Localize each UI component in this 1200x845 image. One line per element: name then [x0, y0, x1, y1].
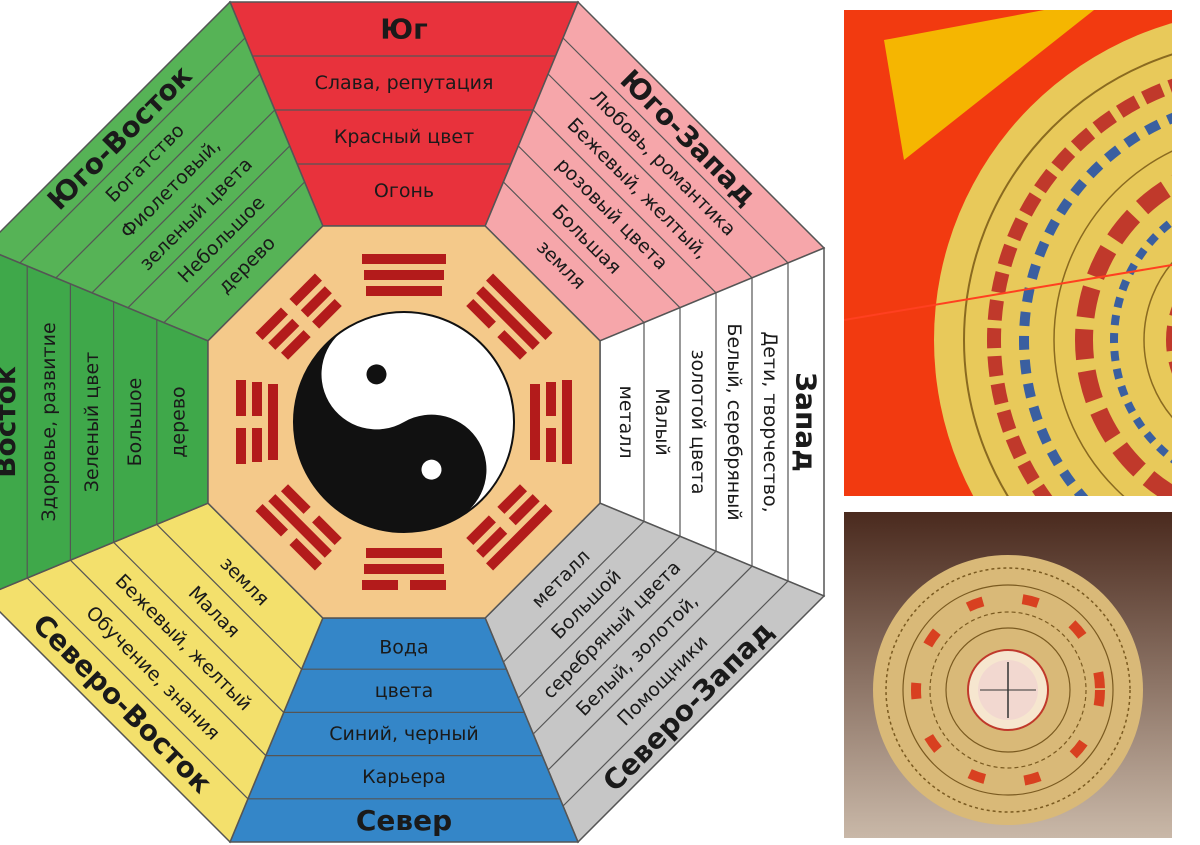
trigram	[466, 484, 553, 571]
sector-text-зеленый-цвет: Зеленый цвет	[81, 352, 103, 492]
trigram-line-broken	[280, 484, 311, 514]
trigram-line-broken	[289, 273, 322, 307]
compass-closeup-illustration	[844, 10, 1172, 496]
sector-north: Север Карьера Синий, черный цвета Вода	[228, 617, 580, 843]
sector-divider	[69, 559, 267, 757]
trigram-line-solid	[364, 270, 444, 280]
sector-divider	[113, 541, 285, 713]
sector-title-west: Запад	[790, 372, 823, 472]
sector-text-малый: Малый	[651, 388, 673, 456]
trigram-line-solid	[268, 494, 332, 558]
luopan-compass-gold-photo	[844, 512, 1172, 838]
trigram-line-solid	[562, 380, 572, 464]
trigram-line-solid	[486, 504, 553, 571]
trigram-line-broken	[268, 318, 300, 350]
trigram-line-broken	[312, 298, 342, 329]
trigram-line-solid	[268, 384, 278, 460]
trigram	[530, 380, 572, 464]
sector-title-south: Юг	[380, 13, 428, 46]
trigram-line-broken	[546, 382, 556, 416]
trigram	[466, 273, 553, 360]
trigram-line-broken	[546, 428, 556, 462]
compass-gold-illustration	[844, 512, 1172, 838]
sector-divider	[502, 181, 645, 324]
trigram-line-broken	[252, 382, 262, 416]
sector-divider	[163, 181, 306, 324]
sector-text-красный-цвет: Красный цвет	[334, 126, 474, 148]
sector-divider	[532, 550, 717, 735]
trigram-line-broken	[280, 330, 311, 360]
trigram-line-solid	[364, 564, 444, 574]
trigram-line-broken	[466, 515, 496, 546]
trigram-line-broken	[497, 330, 528, 360]
trigram-line-broken	[362, 580, 398, 590]
sector-text-металл: металл	[615, 385, 637, 458]
sector-text-золотой-цвета: золотой цвета	[687, 349, 709, 494]
trigram-line-broken	[312, 515, 342, 546]
trigram-line-broken	[410, 580, 446, 590]
trigram-line-solid	[366, 286, 442, 296]
trigram-line-solid	[486, 273, 553, 340]
sector-west: Запад Дети, творчество, Белый, серебряный з…	[599, 246, 825, 598]
trigram-line-broken	[255, 307, 289, 340]
sector-text-вода: Вода	[379, 637, 428, 659]
trigram-line-broken	[289, 537, 322, 571]
sector-divider	[127, 145, 291, 309]
sector-text-синий-черный: Синий, черный	[329, 723, 479, 745]
trigram	[362, 548, 446, 590]
sector-text-дерево: дерево	[167, 386, 189, 457]
trigram-line-broken	[508, 494, 540, 526]
sector-text-карьера: Карьера	[362, 766, 446, 788]
sector-east: Восток Здоровье, развитие Зеленый цвет Боль…	[0, 253, 209, 591]
trigram-line-broken	[466, 298, 496, 329]
trigram-line-broken	[236, 428, 246, 464]
sector-title-east: Восток	[0, 366, 22, 478]
sector-divider	[55, 73, 261, 279]
sector-text-дети-творчество: Дети, творчество,	[759, 331, 781, 512]
trigram-line-solid	[530, 384, 540, 460]
trigram-line-broken	[255, 504, 289, 537]
trigram-line-broken	[476, 526, 508, 558]
trigram	[255, 273, 342, 360]
sector-text-цвета: цвета	[375, 680, 434, 702]
sector-divider	[26, 577, 249, 800]
sector-title-north: Север	[356, 804, 452, 837]
sector-text-здоровье-развитие: Здоровье, развитие	[38, 322, 60, 521]
sector-divider	[562, 37, 789, 264]
trigram-line-broken	[497, 484, 528, 514]
trigram-line-solid	[366, 548, 442, 558]
sector-divider	[19, 37, 246, 264]
trigram	[236, 380, 278, 464]
sector-divider	[562, 580, 789, 807]
luopan-compass-closeup-photo	[844, 10, 1172, 496]
yin-yang-icon	[293, 311, 515, 533]
trigram-line-solid	[362, 254, 446, 264]
sector-text-слава-репутация: Слава, репутация	[315, 72, 494, 94]
sector-divider	[517, 145, 681, 309]
trigram-line-broken	[300, 286, 332, 318]
trigram-line-broken	[252, 428, 262, 462]
sector-divider	[532, 109, 717, 294]
trigram-line-broken	[236, 380, 246, 416]
sector-divider	[502, 520, 645, 663]
sector-divider	[547, 565, 753, 771]
sector-text-огонь: Огонь	[374, 180, 434, 202]
sector-divider	[91, 109, 276, 294]
sector-divider	[156, 523, 303, 670]
sector-divider	[517, 535, 681, 699]
sector-text-большое: Большое	[124, 378, 146, 467]
sector-divider	[547, 73, 753, 279]
sector-text-белый-серебряный: Белый, серебряный	[723, 323, 745, 520]
trigram	[255, 484, 342, 571]
trigram-line-solid	[476, 286, 540, 350]
trigram	[362, 254, 446, 296]
